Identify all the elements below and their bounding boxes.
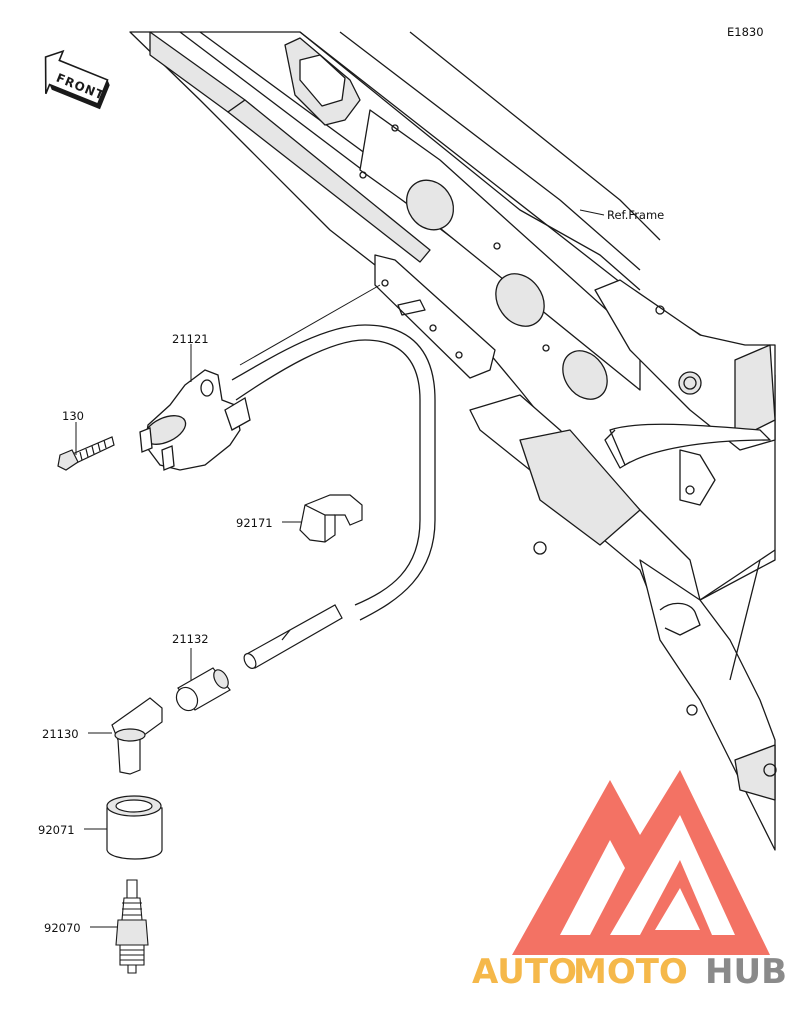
diagram-code: E1830 [727,25,764,39]
ignition-coil [139,369,251,471]
watermark-part3: HUB [705,952,787,992]
seal [106,795,163,860]
bolt [57,436,115,471]
watermark-part2: MOTO [573,952,688,992]
part-label-92070: 92070 [44,921,81,935]
leader-lines [75,209,605,928]
spark-plug [115,879,149,974]
watermark-logo [512,770,770,955]
part-label-130: 130 [62,409,84,423]
watermark-part1: AUTO [472,952,577,992]
front-arrow-icon: FRONT [44,49,110,110]
part-label-21121: 21121 [172,332,209,346]
ignition-lead [231,324,436,621]
clamp [299,494,363,543]
part-label-21130: 21130 [42,727,79,741]
part-label-92071: 92071 [38,823,75,837]
part-label-92171: 92171 [236,516,273,530]
plug-cap [111,697,163,775]
part-label-21132: 21132 [172,632,209,646]
lead-joint [175,604,343,712]
ref-frame-label: Ref.Frame [607,208,664,222]
frame-drawing [129,31,777,851]
watermark-text: AUTO MOTO HUB [472,952,787,992]
